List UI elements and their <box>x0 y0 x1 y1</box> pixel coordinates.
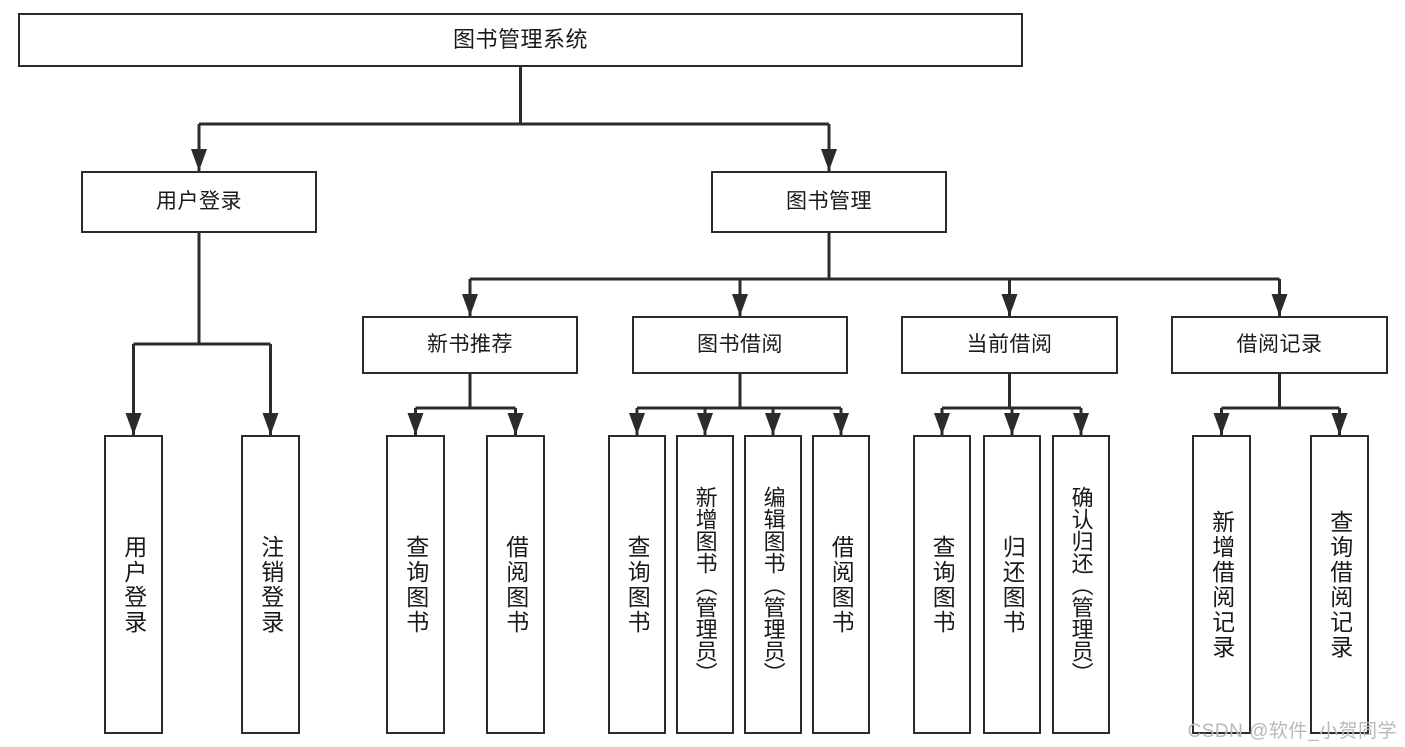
arrow-head-icon-book-manage-0 <box>462 294 478 316</box>
arrow-head-icon-user-login-1 <box>262 413 279 435</box>
node-label-new-book-rec: 新书推荐 <box>427 332 513 356</box>
node-user-login[interactable]: 用户登录 <box>81 171 317 233</box>
node-leaf-query-book-3[interactable]: 查询图书 <box>913 435 971 734</box>
node-leaf-edit-book[interactable]: 编辑图书（管理员） <box>744 435 802 734</box>
arrow-head-icon-book-manage-3 <box>1271 294 1288 316</box>
arrow-head-icon-book-borrow-0 <box>629 413 645 435</box>
arrow-head-icon-current-borrow-2 <box>1073 413 1089 435</box>
arrow-head-icon-book-borrow-2 <box>765 413 781 435</box>
arrow-head-icon-book-manage-2 <box>1001 294 1018 316</box>
node-leaf-add-book[interactable]: 新增图书（管理员） <box>676 435 734 734</box>
node-leaf-query-record[interactable]: 查询借阅记录 <box>1310 435 1369 734</box>
node-label-leaf-add-book: 新增图书（管理员） <box>693 485 717 684</box>
node-book-manage[interactable]: 图书管理 <box>711 171 947 233</box>
node-label-leaf-query-record: 查询借阅记录 <box>1327 509 1352 660</box>
node-label-leaf-confirm-return: 确认归还（管理员） <box>1069 485 1093 684</box>
arrow-head-icon-root-1 <box>821 149 837 171</box>
node-label-leaf-add-record: 新增借阅记录 <box>1209 509 1234 660</box>
node-label-leaf-borrow-book-2: 借阅图书 <box>828 534 854 635</box>
arrow-head-icon-book-borrow-3 <box>833 413 849 435</box>
arrow-head-icon-current-borrow-0 <box>934 413 950 435</box>
node-label-leaf-query-book-2: 查询图书 <box>624 534 650 635</box>
node-label-leaf-query-book-1: 查询图书 <box>403 534 428 635</box>
watermark-text: CSDN @软件_小贺同学 <box>1187 721 1397 742</box>
node-leaf-confirm-return[interactable]: 确认归还（管理员） <box>1052 435 1110 734</box>
node-borrow-record[interactable]: 借阅记录 <box>1171 316 1388 374</box>
node-leaf-return-book[interactable]: 归还图书 <box>983 435 1041 734</box>
node-book-borrow[interactable]: 图书借阅 <box>632 316 848 374</box>
node-label-leaf-user-login: 用户登录 <box>121 534 146 635</box>
arrow-head-icon-borrow-record-1 <box>1331 413 1348 435</box>
node-label-leaf-borrow-book-1: 借阅图书 <box>503 534 528 635</box>
node-label-leaf-edit-book: 编辑图书（管理员） <box>761 485 785 684</box>
node-label-book-borrow: 图书借阅 <box>697 332 783 356</box>
node-leaf-user-login[interactable]: 用户登录 <box>104 435 163 734</box>
node-leaf-add-record[interactable]: 新增借阅记录 <box>1192 435 1251 734</box>
arrow-head-icon-current-borrow-1 <box>1004 413 1020 435</box>
arrow-head-icon-new-book-rec-0 <box>407 413 424 435</box>
node-label-current-borrow: 当前借阅 <box>966 332 1053 356</box>
node-label-root: 图书管理系统 <box>452 27 588 53</box>
node-leaf-borrow-book-1[interactable]: 借阅图书 <box>486 435 545 734</box>
node-label-user-login: 用户登录 <box>156 189 242 213</box>
node-label-leaf-logout: 注销登录 <box>258 534 283 635</box>
arrow-head-icon-borrow-record-0 <box>1213 413 1230 435</box>
arrow-head-icon-book-borrow-1 <box>697 413 713 435</box>
node-new-book-rec[interactable]: 新书推荐 <box>362 316 578 374</box>
arrow-head-icon-root-0 <box>191 149 207 171</box>
node-current-borrow[interactable]: 当前借阅 <box>901 316 1118 374</box>
node-leaf-query-book-2[interactable]: 查询图书 <box>608 435 666 734</box>
node-root[interactable]: 图书管理系统 <box>18 13 1023 67</box>
arrow-head-icon-book-manage-1 <box>732 294 748 316</box>
node-leaf-logout[interactable]: 注销登录 <box>241 435 300 734</box>
arrow-head-icon-new-book-rec-1 <box>507 413 524 435</box>
node-label-leaf-return-book: 归还图书 <box>999 534 1025 635</box>
node-leaf-query-book-1[interactable]: 查询图书 <box>386 435 445 734</box>
node-label-borrow-record: 借阅记录 <box>1236 332 1323 356</box>
node-label-leaf-query-book-3: 查询图书 <box>929 534 955 635</box>
node-leaf-borrow-book-2[interactable]: 借阅图书 <box>812 435 870 734</box>
node-label-book-manage: 图书管理 <box>786 189 872 213</box>
arrow-head-icon-user-login-0 <box>125 413 142 435</box>
